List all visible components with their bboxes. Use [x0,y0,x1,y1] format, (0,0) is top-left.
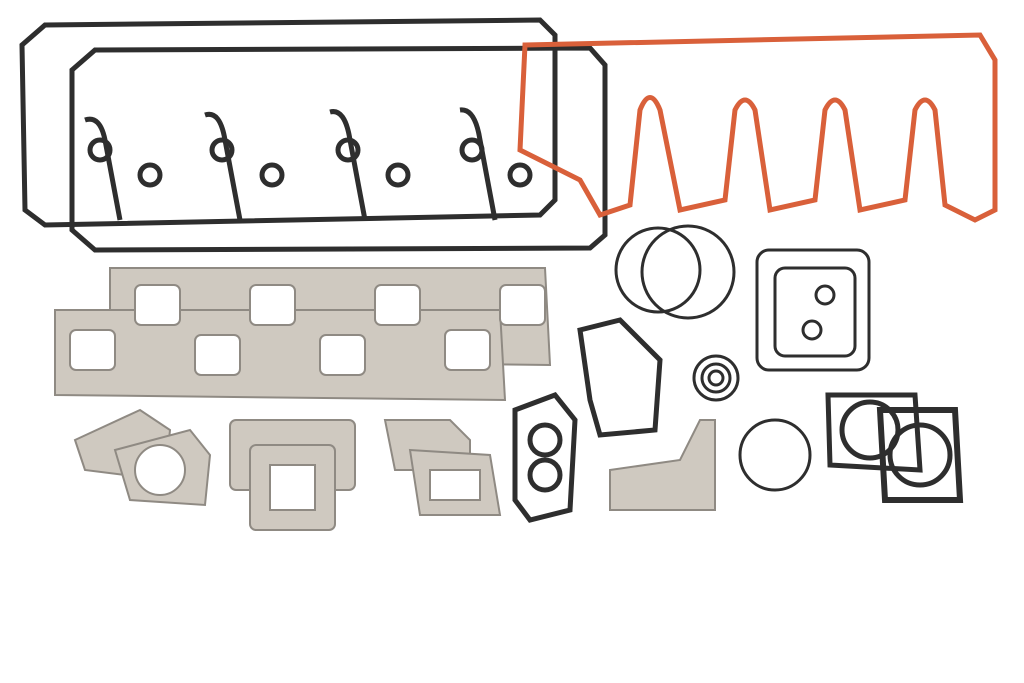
turbo-gaskets [73,408,356,531]
black-small-gaskets [512,317,964,523]
o-rings [614,224,871,492]
exhaust-manifold-gaskets-metal [54,267,552,402]
valve-cover-gasket-black-rear [19,17,558,228]
valve-cover-gasket-black-front [69,45,608,253]
egr-gaskets [383,419,716,516]
valve-cover-gasket-orange [517,32,998,223]
